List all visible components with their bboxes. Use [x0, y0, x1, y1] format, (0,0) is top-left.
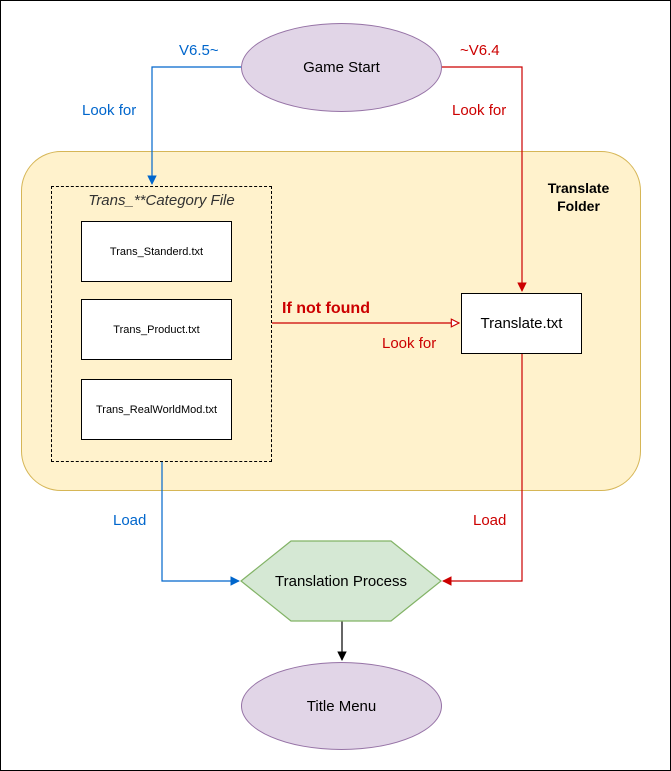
- label-look-for-middle: Look for: [382, 335, 437, 352]
- translate-txt-box: Translate.txt: [461, 293, 582, 354]
- translation-process-label: Translation Process: [275, 572, 407, 590]
- translate-folder-label: Translate Folder: [547, 180, 610, 214]
- title-menu-node: Title Menu: [241, 662, 442, 750]
- file-trans-product: Trans_Product.txt: [81, 299, 232, 360]
- label-look-for-left: Look for: [82, 102, 137, 119]
- edge-load-translate: [442, 354, 523, 586]
- label-v65: V6.5~: [179, 42, 219, 59]
- label-load-right: Load: [473, 512, 507, 529]
- edge-v64-lookfor: [441, 66, 527, 292]
- edge-v65-lookfor: [147, 66, 241, 185]
- file-trans-standerd: Trans_Standerd.txt: [81, 221, 232, 282]
- category-file-group: [51, 186, 272, 462]
- edge-load-category: [161, 462, 240, 586]
- label-if-not-found: If not found: [282, 300, 370, 317]
- label-look-for-right: Look for: [452, 102, 507, 119]
- label-load-left: Load: [113, 512, 147, 529]
- translation-process-shape: [240, 540, 442, 622]
- label-v64: ~V6.4: [460, 42, 500, 59]
- game-start-node: Game Start: [241, 23, 442, 112]
- file-trans-realworldmod: Trans_RealWorldMod.txt: [81, 379, 232, 440]
- category-file-label: Trans_**Category File: [88, 192, 235, 209]
